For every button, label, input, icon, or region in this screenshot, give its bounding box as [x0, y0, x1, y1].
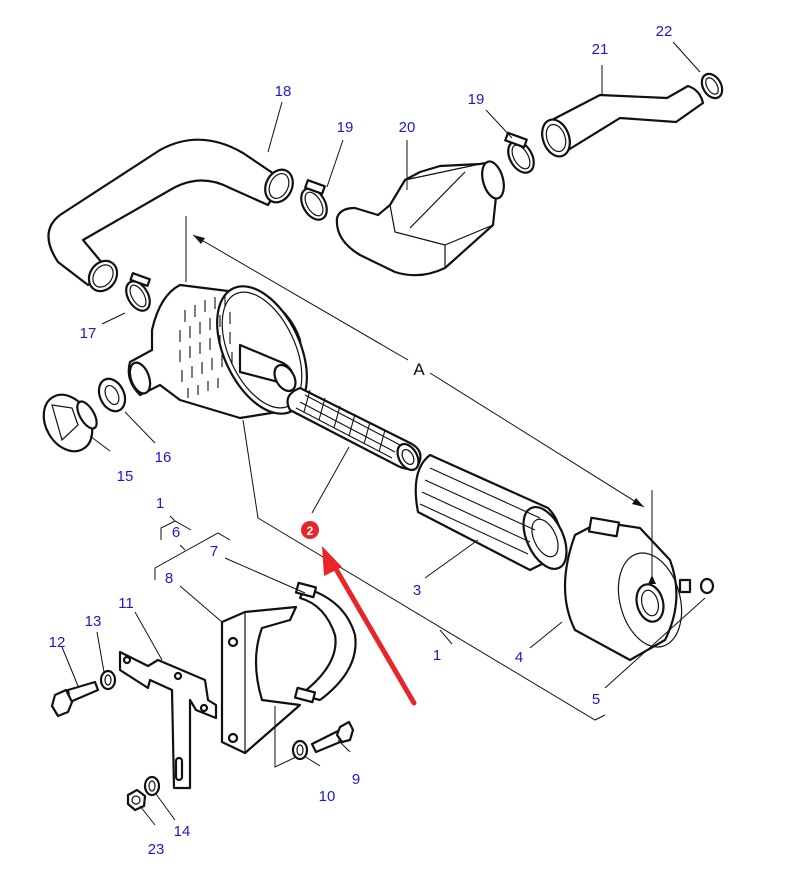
- callout-8[interactable]: 8: [165, 570, 173, 587]
- o-ring-5[interactable]: [699, 577, 715, 595]
- callout-22[interactable]: 22: [656, 23, 673, 40]
- filter-housing[interactable]: [126, 272, 325, 427]
- callout-5[interactable]: 5: [592, 691, 600, 708]
- callout-6[interactable]: 6: [172, 524, 180, 541]
- callout-4[interactable]: 4: [515, 649, 523, 666]
- inner-filter-2[interactable]: [286, 386, 423, 474]
- main-filter-3[interactable]: [414, 453, 576, 576]
- intake-elbow-20[interactable]: [335, 159, 508, 277]
- callout-1-right[interactable]: 1: [433, 647, 441, 664]
- hose-clamp-22[interactable]: [698, 70, 727, 102]
- callout-10[interactable]: 10: [319, 788, 336, 805]
- callout-9[interactable]: 9: [352, 771, 360, 788]
- hose-21[interactable]: [537, 84, 705, 160]
- nut-23[interactable]: [126, 788, 147, 812]
- bracket-8[interactable]: [220, 605, 302, 755]
- hose-clamp-17[interactable]: [121, 272, 154, 315]
- callout-14[interactable]: 14: [174, 823, 191, 840]
- callouts: 18 19 20 19 21 22 17 15 16 3 4 5 1 1 6 7…: [49, 23, 673, 858]
- washer-10[interactable]: [291, 739, 309, 761]
- arrow-head-icon: [322, 546, 342, 576]
- callout-21[interactable]: 21: [592, 41, 609, 58]
- callout-19-left[interactable]: 19: [337, 119, 354, 136]
- highlight-marker-2[interactable]: 2: [301, 521, 319, 539]
- callout-23[interactable]: 23: [148, 841, 165, 858]
- bolt-12[interactable]: [50, 680, 100, 718]
- washer-13[interactable]: [99, 669, 117, 691]
- strap-7[interactable]: [293, 581, 357, 704]
- callout-16[interactable]: 16: [155, 449, 172, 466]
- bolt-9[interactable]: [310, 720, 355, 754]
- dimension-a: A: [185, 216, 656, 584]
- bracket-plate-11[interactable]: [118, 650, 218, 790]
- callout-19-right[interactable]: 19: [468, 91, 485, 108]
- hose-clamp-19-left[interactable]: [296, 179, 332, 224]
- marker-circle: [301, 521, 319, 539]
- callout-18[interactable]: 18: [275, 83, 292, 100]
- callout-7[interactable]: 7: [210, 543, 218, 560]
- callout-11[interactable]: 11: [118, 595, 134, 612]
- dimension-label: A: [413, 360, 425, 379]
- callout-3[interactable]: 3: [413, 582, 421, 599]
- callout-12[interactable]: 12: [49, 634, 66, 651]
- washer-14[interactable]: [143, 775, 161, 797]
- callout-13[interactable]: 13: [85, 613, 102, 630]
- mesh-slots: [179, 295, 233, 398]
- hose-clamp-19-right[interactable]: [503, 131, 539, 177]
- callout-17[interactable]: 17: [80, 325, 97, 342]
- highlight-arrow: [322, 546, 417, 706]
- marker-label: 2: [307, 524, 314, 538]
- washer-16[interactable]: [94, 375, 130, 416]
- callout-20[interactable]: 20: [399, 119, 416, 136]
- assembly-1-bracket: [154, 419, 606, 721]
- leader-lines: [61, 41, 706, 826]
- cap-15[interactable]: [34, 386, 102, 460]
- callout-1-left[interactable]: 1: [156, 495, 164, 512]
- end-cover-4[interactable]: [563, 516, 692, 662]
- callout-15[interactable]: 15: [117, 468, 134, 485]
- hose-18[interactable]: [47, 138, 297, 297]
